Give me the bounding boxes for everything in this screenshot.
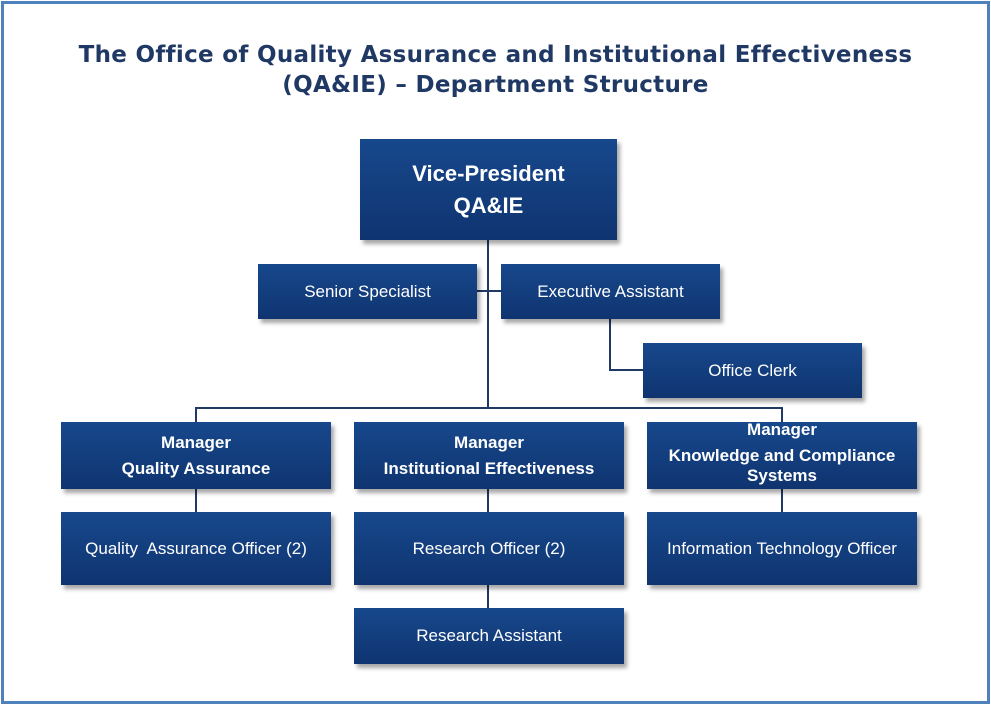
connector — [487, 585, 489, 608]
node-label: Senior Specialist — [304, 281, 431, 301]
title-line-1: The Office of Quality Assurance and Inst… — [78, 42, 913, 68]
node-vice-president: Vice-President QA&IE — [360, 139, 617, 240]
node-label: Vice-President — [412, 160, 565, 186]
node-label: Institutional Effectiveness — [383, 458, 595, 478]
node-label: Information Technology Officer — [667, 538, 897, 558]
connector — [477, 290, 501, 292]
connector — [609, 369, 643, 371]
node-label: Office Clerk — [708, 360, 797, 380]
node-it-officer: Information Technology Officer — [647, 512, 917, 585]
page-title: The Office of Quality Assurance and Inst… — [0, 40, 991, 100]
node-research-assistant: Research Assistant — [354, 608, 624, 664]
node-label: Manager — [747, 420, 817, 439]
connector — [195, 407, 783, 409]
node-label: Quality Assurance — [121, 458, 271, 478]
node-label: Research Assistant — [416, 626, 562, 645]
node-label: Research Officer (2) — [412, 538, 566, 558]
node-manager-kcs: Manager Knowledge and Compliance Systems — [647, 420, 917, 489]
node-label: Manager — [454, 432, 524, 452]
node-label: Knowledge and Compliance — [668, 446, 896, 465]
node-research-officer: Research Officer (2) — [354, 512, 624, 585]
connector — [195, 407, 197, 422]
node-label: Systems — [747, 466, 817, 485]
node-manager-qa: Manager Quality Assurance — [61, 422, 331, 489]
title-line-2: (QA&IE) – Department Structure — [282, 72, 709, 98]
node-label: Quality Assurance Officer (2) — [85, 538, 307, 558]
connector — [487, 240, 489, 409]
node-qa-officer: Quality Assurance Officer (2) — [61, 512, 331, 585]
node-senior-specialist: Senior Specialist — [258, 264, 477, 319]
connector — [781, 489, 783, 512]
node-label: Manager — [161, 432, 231, 452]
connector — [487, 489, 489, 512]
node-executive-assistant: Executive Assistant — [501, 264, 720, 319]
node-office-clerk: Office Clerk — [643, 343, 862, 398]
connector — [195, 489, 197, 512]
connector — [781, 407, 783, 422]
node-label: Executive Assistant — [537, 281, 684, 301]
node-label: QA&IE — [453, 192, 524, 218]
connector — [609, 319, 611, 371]
node-manager-ie: Manager Institutional Effectiveness — [354, 422, 624, 489]
